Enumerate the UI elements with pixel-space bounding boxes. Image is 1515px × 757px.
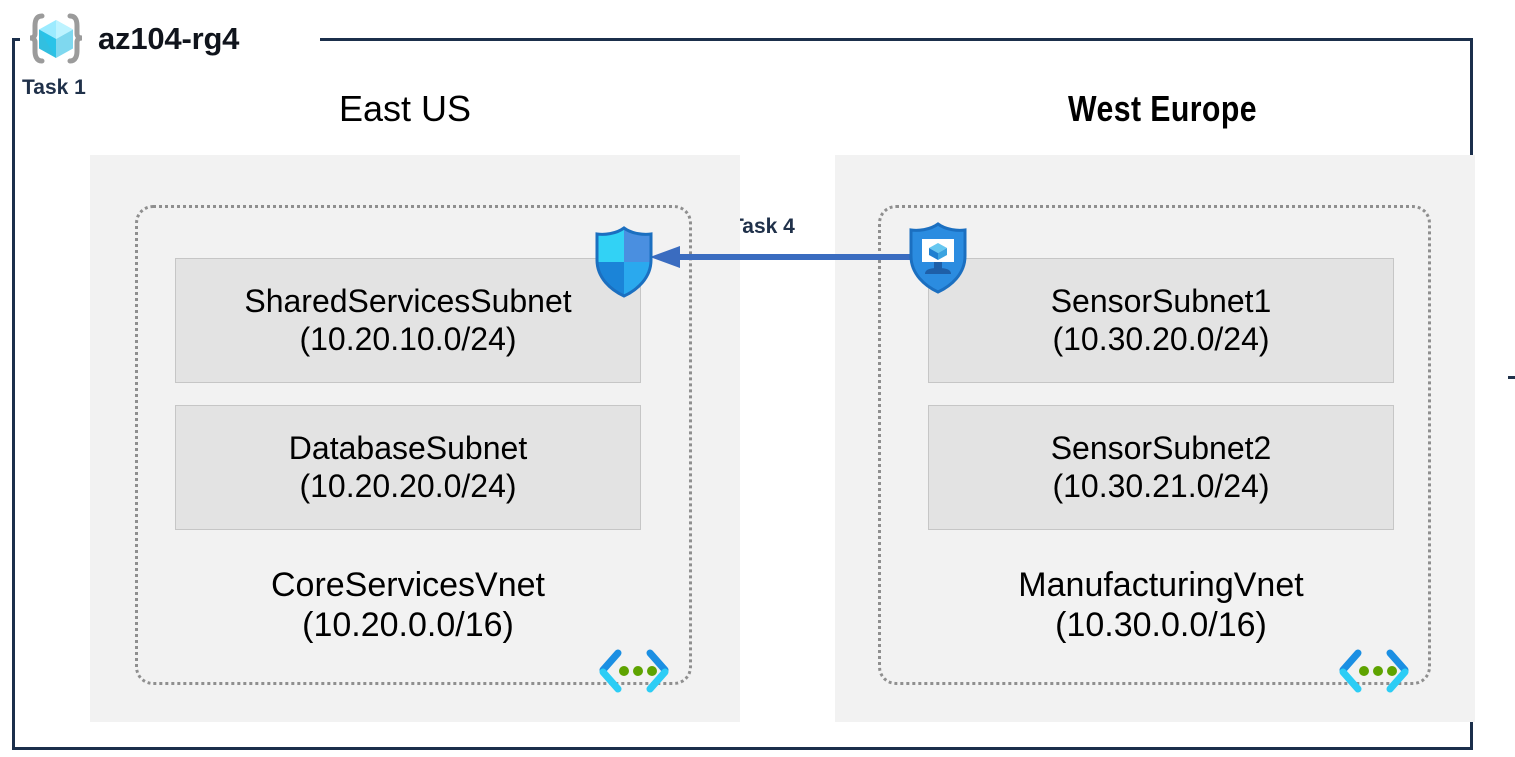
vnet-caption-manufacturing: ManufacturingVnet (10.30.0.0/16) bbox=[928, 565, 1394, 645]
subnet-cidr: (10.30.21.0/24) bbox=[1052, 467, 1270, 504]
vnet-name: ManufacturingVnet bbox=[1018, 566, 1304, 604]
vnet-cidr: (10.30.0.0/16) bbox=[1055, 606, 1267, 645]
subnet-name: SensorSubnet2 bbox=[1050, 429, 1272, 466]
vnet-brackets-icon bbox=[598, 648, 670, 694]
vnet-container-manufacturing bbox=[878, 205, 1431, 685]
shield-quadrant-icon bbox=[594, 226, 654, 298]
left-arrow-connector bbox=[648, 240, 920, 274]
vnet-caption-coreservices: CoreServicesVnet (10.20.0.0/16) bbox=[175, 565, 641, 645]
subnet-name: SharedServicesSubnet bbox=[244, 282, 572, 319]
subnet-databasesubnet: DatabaseSubnet (10.20.20.0/24) bbox=[175, 405, 641, 530]
subnet-cidr: (10.20.10.0/24) bbox=[299, 320, 517, 357]
subnet-name: SensorSubnet1 bbox=[1050, 282, 1272, 319]
subnet-sensorsubnet2: SensorSubnet2 (10.30.21.0/24) bbox=[928, 405, 1394, 530]
subnet-cidr: (10.20.20.0/24) bbox=[299, 467, 517, 504]
region-title-east-us: East US bbox=[338, 88, 472, 129]
vnet-name: CoreServicesVnet bbox=[270, 566, 545, 604]
vnet-container-coreservices bbox=[135, 205, 692, 685]
subnet-sensorsubnet1: SensorSubnet1 (10.30.20.0/24) bbox=[928, 258, 1394, 383]
region-title-west-europe: West Europe bbox=[1068, 88, 1257, 129]
task-1-label: Task 1 bbox=[22, 76, 86, 99]
vnet-cidr: (10.20.0.0/16) bbox=[302, 606, 514, 645]
subnet-cidr: (10.30.20.0/24) bbox=[1052, 320, 1270, 357]
resource-group-name: az104-rg4 bbox=[98, 21, 240, 56]
subnet-name: DatabaseSubnet bbox=[288, 429, 528, 466]
resource-group-header: az104-rg4 bbox=[24, 8, 239, 70]
task-4-label: Task 4 bbox=[731, 215, 795, 238]
resource-group-cube-icon bbox=[24, 13, 88, 65]
vnet-brackets-icon bbox=[1338, 648, 1410, 694]
shield-monitor-icon bbox=[908, 222, 968, 294]
edge-tick-mark bbox=[1508, 376, 1515, 379]
subnet-sharedservicessubnet: SharedServicesSubnet (10.20.10.0/24) bbox=[175, 258, 641, 383]
